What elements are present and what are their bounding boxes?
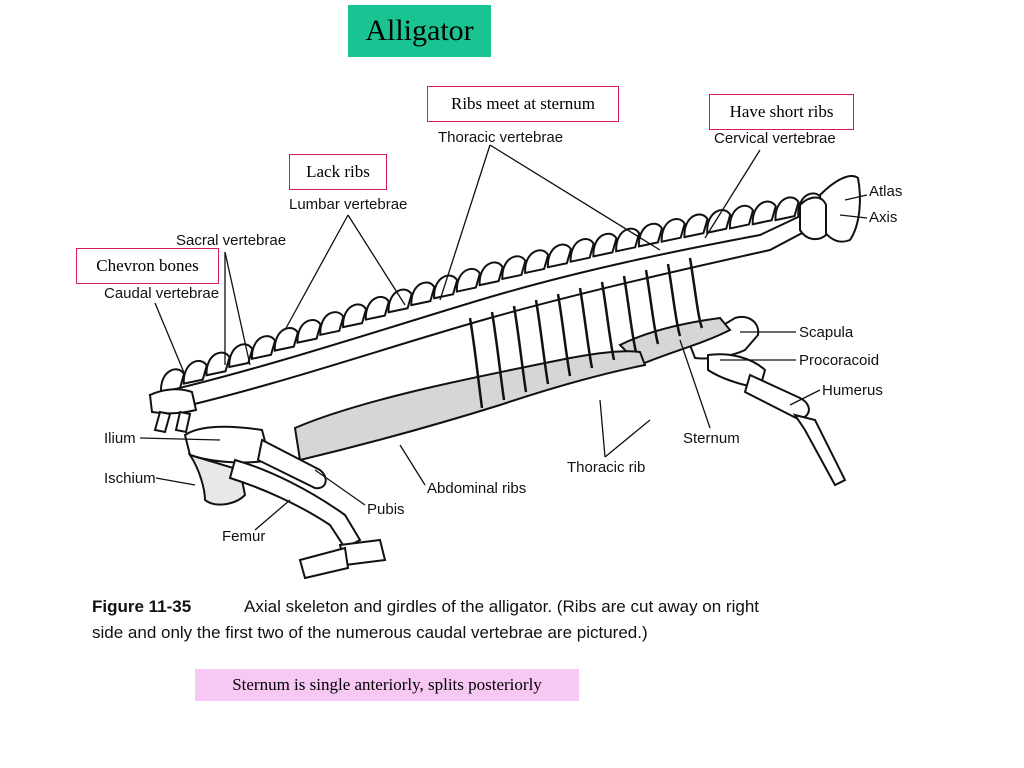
label-sternum: Sternum bbox=[683, 430, 740, 447]
neural-spine bbox=[751, 200, 777, 226]
neural-spine bbox=[706, 209, 732, 234]
neural-spine bbox=[364, 296, 390, 321]
atlas-axis-bones bbox=[799, 175, 861, 243]
caption-line-2: side and only the first two of the numer… bbox=[92, 623, 648, 642]
label-pubis: Pubis bbox=[367, 501, 405, 518]
neural-spine bbox=[615, 227, 641, 253]
neural-spine bbox=[683, 213, 709, 239]
neural-spine bbox=[774, 196, 800, 222]
vertebral-column bbox=[148, 188, 857, 414]
neural-spine bbox=[296, 319, 322, 344]
callout-lack-ribs: Lack ribs bbox=[289, 154, 387, 190]
neural-spine bbox=[455, 268, 481, 293]
caption-figure-number: Figure 11-35 bbox=[92, 597, 191, 616]
hindlimb bbox=[228, 458, 387, 580]
label-atlas: Atlas bbox=[869, 183, 902, 200]
label-axis: Axis bbox=[869, 209, 897, 226]
label-cervical-vertebrae: Cervical vertebrae bbox=[714, 130, 836, 147]
thoracic-rib bbox=[512, 305, 528, 393]
neural-spine bbox=[319, 311, 345, 337]
leader-lines bbox=[139, 144, 868, 531]
thoracic-rib bbox=[468, 317, 484, 409]
neural-spine bbox=[478, 261, 504, 287]
neural-spine bbox=[524, 249, 550, 275]
neural-spine bbox=[273, 327, 299, 352]
neural-spine bbox=[342, 303, 368, 329]
sternum-bone bbox=[618, 316, 732, 367]
label-femur: Femur bbox=[222, 528, 265, 545]
thoracic-rib bbox=[644, 269, 660, 345]
thoracic-rib bbox=[600, 281, 616, 361]
callout-have-short-ribs: Have short ribs bbox=[709, 94, 854, 130]
thoracic-rib bbox=[666, 263, 682, 337]
neural-spine bbox=[387, 288, 413, 314]
abdominal-ribs-mass bbox=[293, 350, 647, 462]
neural-spine bbox=[637, 222, 664, 248]
neural-spine bbox=[251, 335, 277, 360]
label-ilium: Ilium bbox=[104, 430, 136, 447]
pectoral-girdle bbox=[688, 316, 847, 487]
label-sacral-vertebrae: Sacral vertebrae bbox=[176, 232, 286, 249]
neural-spine bbox=[182, 360, 208, 385]
neural-spine bbox=[410, 281, 436, 307]
alligator-skeleton-figure: Thoracic vertebrae Cervical vertebrae At… bbox=[92, 129, 902, 642]
label-humerus: Humerus bbox=[822, 382, 883, 399]
thoracic-rib bbox=[490, 311, 506, 401]
slide-title: Alligator bbox=[348, 5, 491, 57]
label-caudal-vertebrae: Caudal vertebrae bbox=[104, 285, 219, 302]
label-abdominal-ribs: Abdominal ribs bbox=[427, 480, 526, 497]
neural-spine bbox=[728, 204, 755, 230]
callout-ribs-meet-sternum: Ribs meet at sternum bbox=[427, 86, 619, 122]
neural-spine bbox=[660, 218, 686, 243]
neural-spine bbox=[592, 232, 618, 258]
label-ischium: Ischium bbox=[104, 470, 156, 487]
label-procoracoid: Procoracoid bbox=[799, 352, 879, 369]
label-lumbar-vertebrae: Lumbar vertebrae bbox=[289, 196, 407, 213]
neural-spine bbox=[546, 243, 572, 269]
neural-spine bbox=[433, 274, 459, 300]
label-thoracic-vertebrae: Thoracic vertebrae bbox=[438, 129, 563, 146]
neural-spine bbox=[228, 343, 254, 369]
neural-spine bbox=[205, 351, 231, 377]
thoracic-rib bbox=[556, 293, 572, 377]
thoracic-rib bbox=[578, 287, 594, 369]
sternum-note: Sternum is single anteriorly, splits pos… bbox=[195, 669, 579, 701]
thoracic-rib bbox=[688, 257, 704, 329]
callout-chevron-bones: Chevron bones bbox=[76, 248, 219, 284]
pelvic-girdle bbox=[183, 425, 327, 506]
thoracic-ribs bbox=[468, 257, 704, 409]
thoracic-rib bbox=[534, 299, 550, 385]
neural-spine bbox=[569, 238, 595, 263]
thoracic-rib bbox=[622, 275, 638, 353]
label-scapula: Scapula bbox=[799, 324, 854, 341]
label-thoracic-rib: Thoracic rib bbox=[567, 459, 645, 476]
caudal-vertebrae bbox=[148, 388, 198, 434]
caption-line-1: Axial skeleton and girdles of the alliga… bbox=[244, 597, 759, 616]
neural-spine bbox=[501, 255, 527, 281]
